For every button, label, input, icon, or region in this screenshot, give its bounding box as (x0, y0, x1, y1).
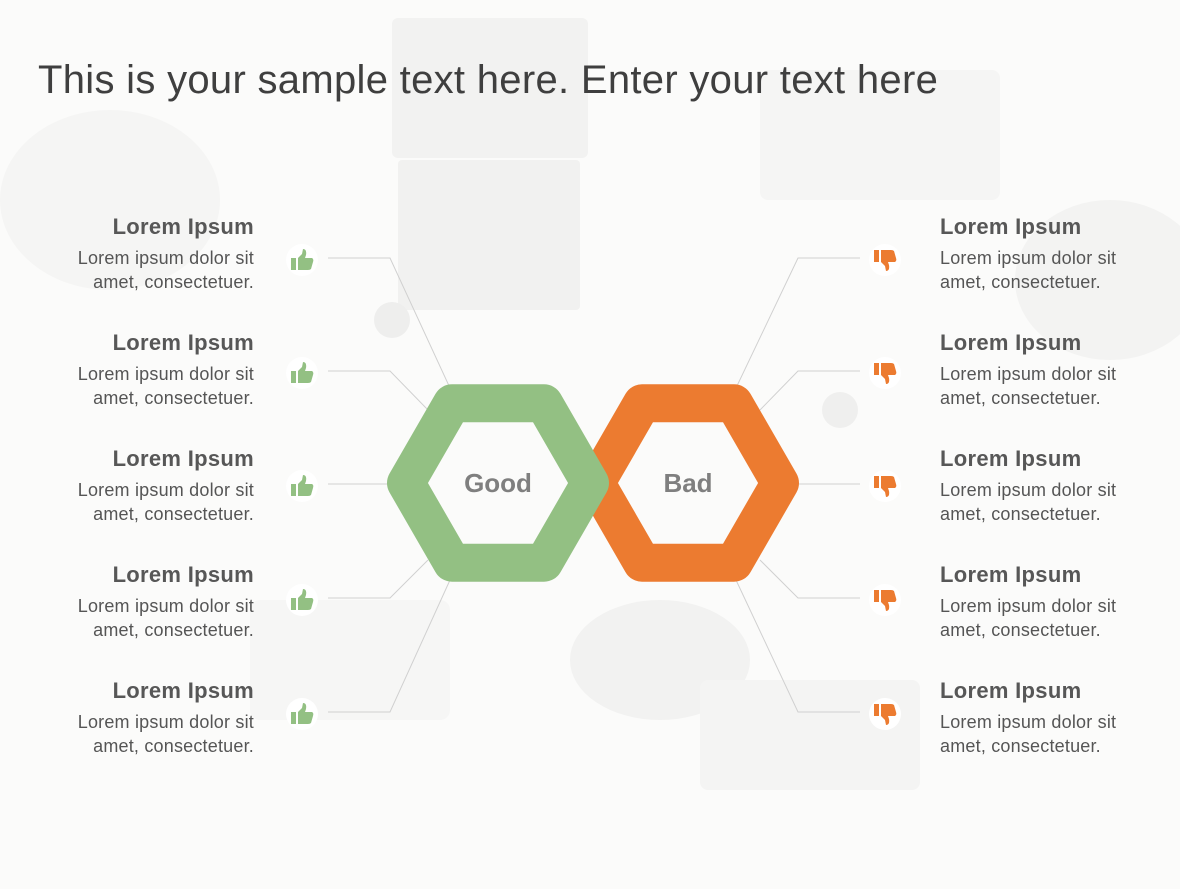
good-label: Good (464, 468, 532, 498)
item-body: Lorem ipsum dolor sit amet, consectetuer. (940, 478, 1180, 526)
item-title: Lorem Ipsum (940, 562, 1082, 587)
bad-connector-5 (735, 579, 860, 713)
thumbs-up-icon (286, 244, 318, 276)
bad-connector-1 (735, 257, 860, 389)
good-connector-5 (328, 579, 451, 713)
thumbs-up-icon (286, 470, 318, 502)
item-body-line: amet, consectetuer. (940, 504, 1101, 524)
bad-hexagon: Bad (577, 384, 799, 582)
item-body: Lorem ipsum dolor sit amet, consectetuer. (14, 594, 254, 642)
item-body-line: Lorem ipsum dolor sit (77, 712, 254, 732)
item-body-line: Lorem ipsum dolor sit (77, 596, 254, 616)
good-connector-4 (328, 559, 429, 599)
item-body-line: Lorem ipsum dolor sit (940, 480, 1117, 500)
item-body-line: amet, consectetuer. (93, 388, 254, 408)
good-connector-1 (328, 257, 451, 389)
item-title: Lorem Ipsum (940, 678, 1082, 703)
item-body-line: amet, consectetuer. (940, 272, 1101, 292)
item-body: Lorem ipsum dolor sit amet, consectetuer. (940, 594, 1180, 642)
item-body: Lorem ipsum dolor sit amet, consectetuer. (14, 246, 254, 294)
item-body-line: amet, consectetuer. (93, 736, 254, 756)
item-title: Lorem Ipsum (112, 562, 254, 587)
item-body-line: Lorem ipsum dolor sit (940, 364, 1117, 384)
good-hexagon: Good (387, 384, 609, 582)
thumbs-up-icon (286, 357, 318, 389)
item-title: Lorem Ipsum (940, 330, 1082, 355)
item-body-line: Lorem ipsum dolor sit (77, 248, 254, 268)
thumbs-down-icon (869, 357, 901, 389)
item-title: Lorem Ipsum (112, 214, 254, 239)
thumbs-up-icon (286, 698, 318, 730)
item-title: Lorem Ipsum (112, 678, 254, 703)
thumbs-up-icon (286, 584, 318, 616)
thumbs-down-icon (869, 584, 901, 616)
item-body: Lorem ipsum dolor sit amet, consectetuer. (14, 478, 254, 526)
item-body: Lorem ipsum dolor sit amet, consectetuer. (940, 246, 1180, 294)
good-hexagon-shape (387, 384, 609, 582)
item-title: Lorem Ipsum (940, 214, 1082, 239)
item-title: Lorem Ipsum (940, 446, 1082, 471)
item-body: Lorem ipsum dolor sit amet, consectetuer. (14, 362, 254, 410)
item-body: Lorem ipsum dolor sit amet, consectetuer. (14, 710, 254, 758)
item-body-line: amet, consectetuer. (93, 620, 254, 640)
page-title: This is your sample text here. Enter you… (38, 58, 939, 102)
good-connector-2 (328, 370, 429, 411)
item-body: Lorem ipsum dolor sit amet, consectetuer. (940, 710, 1180, 758)
item-body-line: Lorem ipsum dolor sit (77, 480, 254, 500)
item-body-line: amet, consectetuer. (940, 620, 1101, 640)
item-title: Lorem Ipsum (112, 330, 254, 355)
icon-group (286, 244, 901, 730)
item-body: Lorem ipsum dolor sit amet, consectetuer. (940, 362, 1180, 410)
item-body-line: amet, consectetuer. (940, 388, 1101, 408)
item-body-line: Lorem ipsum dolor sit (940, 248, 1117, 268)
thumbs-down-icon (869, 698, 901, 730)
bad-connector-4 (759, 559, 860, 599)
thumbs-down-icon (869, 470, 901, 502)
item-body-line: amet, consectetuer. (93, 504, 254, 524)
item-body-line: Lorem ipsum dolor sit (940, 596, 1117, 616)
thumbs-down-icon (869, 244, 901, 276)
item-body-line: amet, consectetuer. (93, 272, 254, 292)
item-body-line: amet, consectetuer. (940, 736, 1101, 756)
bad-connector-2 (759, 370, 860, 411)
item-body-line: Lorem ipsum dolor sit (77, 364, 254, 384)
item-body-line: Lorem ipsum dolor sit (940, 712, 1117, 732)
bad-label: Bad (663, 468, 712, 498)
item-title: Lorem Ipsum (112, 446, 254, 471)
